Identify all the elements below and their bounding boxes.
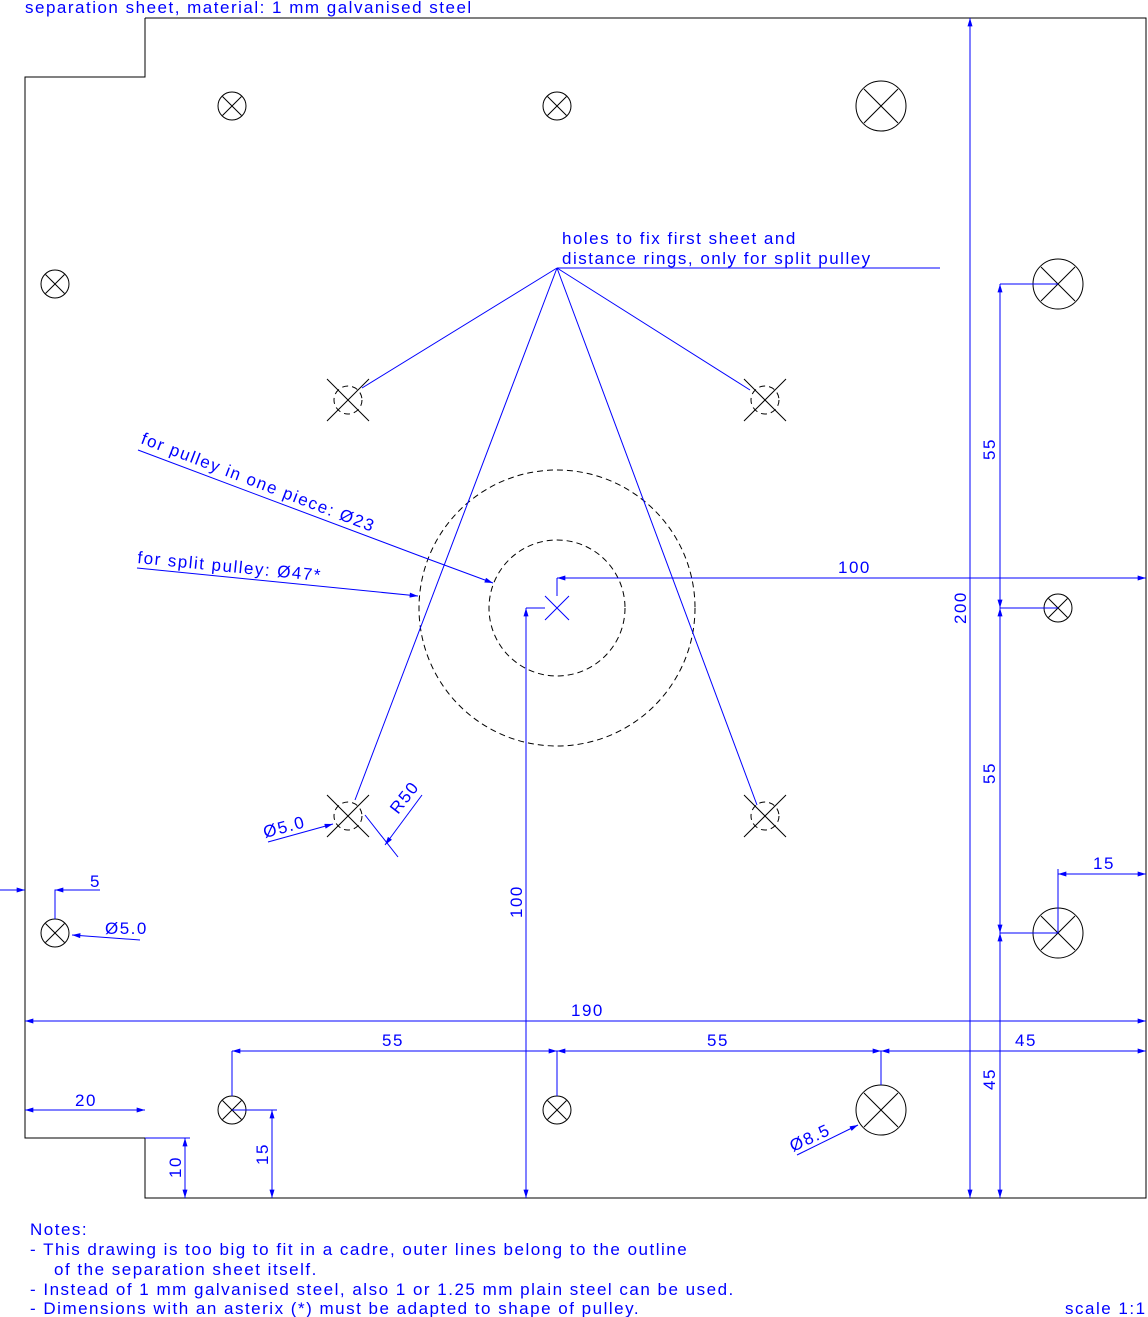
split-pulley-label: for split pulley: Ø47* [137, 548, 323, 585]
scale-label: scale 1:1 [1065, 1299, 1147, 1317]
note-1: - This drawing is too big to fit in a ca… [30, 1240, 688, 1259]
optional-hole [333, 385, 363, 415]
dia5-label-2: Ø5.0 [105, 919, 148, 938]
leaders: holes to fix first sheet and distance ri… [71, 229, 940, 1156]
optional-hole [750, 385, 780, 415]
hole-cross-icon [863, 88, 899, 124]
dim-100-horizontal: 100 [838, 558, 871, 577]
dim-55-bottom-left: 55 [382, 1031, 404, 1050]
dim-10: 10 [166, 1156, 185, 1178]
dim-55-bottom-right: 55 [707, 1031, 729, 1050]
hole [855, 80, 907, 132]
hole [217, 91, 247, 121]
dimensions: 200 55 55 45 100 100 190 55 55 45 20 10 … [0, 18, 1146, 1198]
dia85-label: Ø8.5 [787, 1120, 834, 1155]
hole-cross-icon [45, 923, 65, 943]
r50-label: R50 [386, 778, 423, 818]
note-2: - Instead of 1 mm galvanised steel, also… [30, 1280, 735, 1299]
optional-hole-cross-icon [326, 794, 370, 838]
hole [542, 91, 572, 121]
dim-190: 190 [571, 1001, 604, 1020]
outer-pulley-circle [418, 469, 696, 747]
dim-55-lower: 55 [980, 762, 999, 784]
note-3: - Dimensions with an asterix (*) must be… [30, 1299, 640, 1317]
dim-45-vertical: 45 [980, 1068, 999, 1090]
optional-hole-cross-icon [326, 378, 370, 422]
dim-15-horizontal: 15 [1093, 854, 1115, 873]
dim-200: 200 [951, 591, 970, 624]
optional-hole-cross-icon [743, 794, 787, 838]
center-mark-icon [544, 595, 570, 621]
pulley-circles [418, 469, 696, 747]
hole-cross-icon [45, 274, 65, 294]
hole-cross-icon [547, 1100, 567, 1120]
holes-note-line1: holes to fix first sheet and [562, 229, 797, 248]
hole-cross-icon [863, 1092, 899, 1128]
one-piece-label: for pulley in one piece: Ø23 [139, 429, 378, 536]
dim-5: 5 [90, 872, 101, 891]
hole [40, 269, 70, 299]
dim-20: 20 [75, 1091, 97, 1110]
notes-heading: Notes: [30, 1220, 88, 1239]
optional-hole [750, 801, 780, 831]
dim-55-upper: 55 [980, 438, 999, 460]
holes-note-line2: distance rings, only for split pulley [562, 249, 872, 268]
drawing-title: separation sheet, material: 1 mm galvani… [25, 0, 473, 17]
inner-pulley-circle [488, 539, 626, 677]
dim-45-horizontal: 45 [1015, 1031, 1037, 1050]
hole-cross-icon [547, 96, 567, 116]
optional-hole-cross-icon [743, 378, 787, 422]
optional-hole [333, 801, 363, 831]
notes: Notes: - This drawing is too big to fit … [30, 1220, 1147, 1317]
note-1-cont: of the separation sheet itself. [54, 1260, 318, 1279]
dim-15-vertical: 15 [253, 1143, 272, 1165]
dim-100-vertical: 100 [507, 885, 526, 918]
hole-cross-icon [222, 96, 242, 116]
